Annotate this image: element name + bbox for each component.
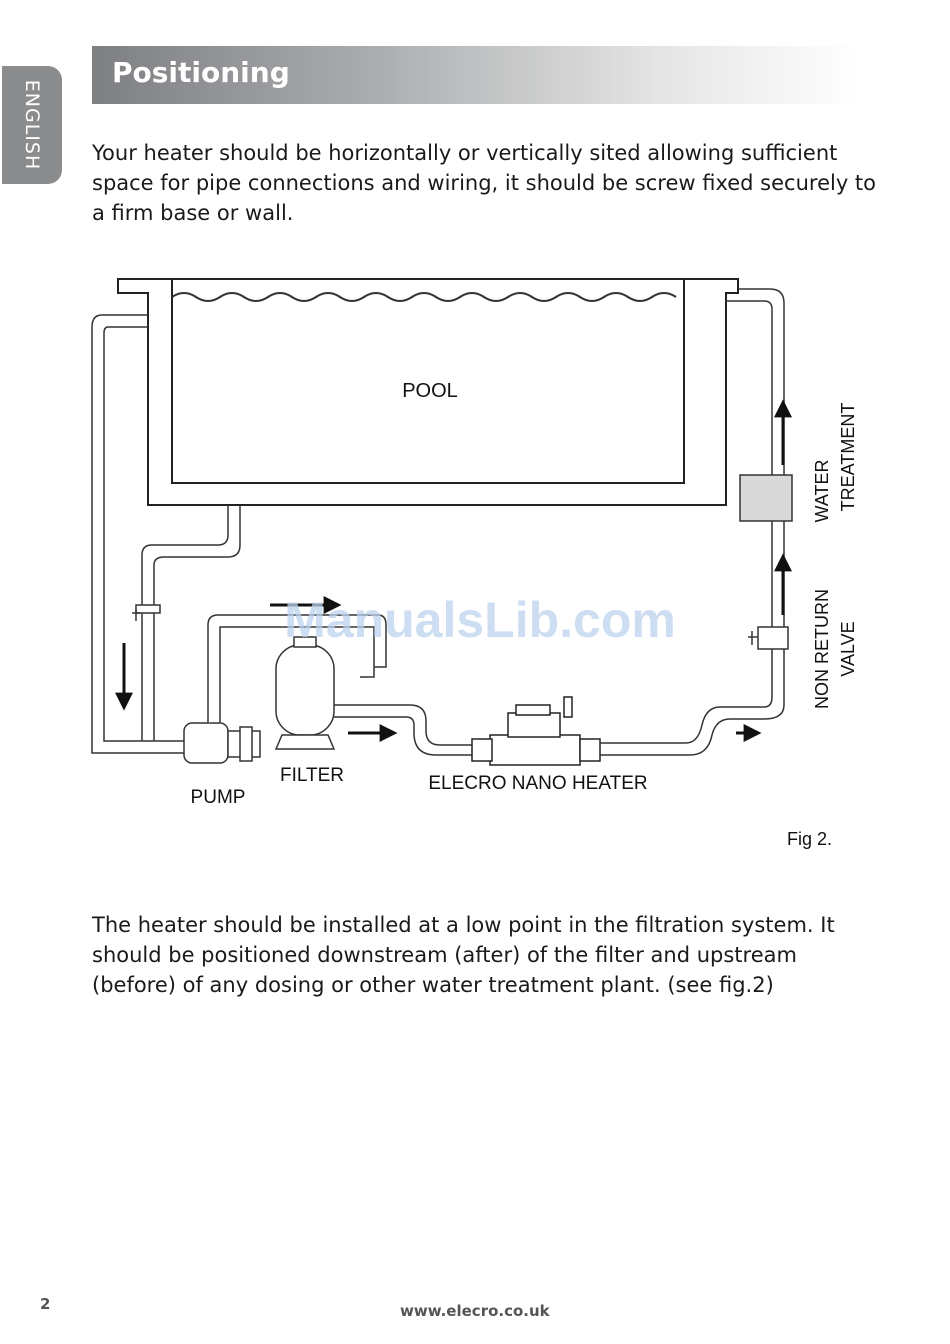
water-treatment-label: WATER <box>812 460 832 523</box>
pool-plumbing-diagram: POOL WATER TREATMENT NON RETURN VALVE FI… <box>91 278 858 849</box>
heater-label: ELECRO NANO HEATER <box>428 773 647 794</box>
elecro-nano-heater <box>471 696 601 766</box>
non-return-valve-label-2: VALVE <box>838 621 858 676</box>
heater-outlet-pipe <box>600 288 785 756</box>
water-treatment-label-2: TREATMENT <box>838 403 858 512</box>
non-return-valve <box>757 626 789 650</box>
sand-filter <box>274 636 336 750</box>
watermark: ManualsLib.com <box>284 592 676 648</box>
section-heading-bar: Positioning <box>92 46 860 104</box>
suction-pipe <box>141 505 241 741</box>
page-number: 2 <box>40 1295 51 1313</box>
intro-paragraph: Your heater should be horizontally or ve… <box>92 141 877 225</box>
non-return-valve-label: NON RETURN <box>812 589 832 709</box>
pump-label: PUMP <box>191 787 246 808</box>
filter-label: FILTER <box>280 765 344 786</box>
installation-paragraph: The heater should be installed at a low … <box>92 913 835 997</box>
return-pipe-left <box>91 314 240 754</box>
section-heading: Positioning <box>112 56 290 89</box>
filter-outlet-pipe <box>334 704 490 756</box>
flow-arrows <box>115 399 792 742</box>
water-treatment-unit <box>739 474 793 522</box>
figure-caption: Fig 2. <box>787 829 832 849</box>
pool-label: POOL <box>402 380 458 402</box>
water-surface <box>171 292 677 302</box>
pool-basin <box>117 278 739 506</box>
footer-url[interactable]: www.elecro.co.uk <box>400 1302 550 1320</box>
language-tab[interactable]: ENGLISH <box>2 66 62 184</box>
language-tab-label: ENGLISH <box>21 79 43 171</box>
